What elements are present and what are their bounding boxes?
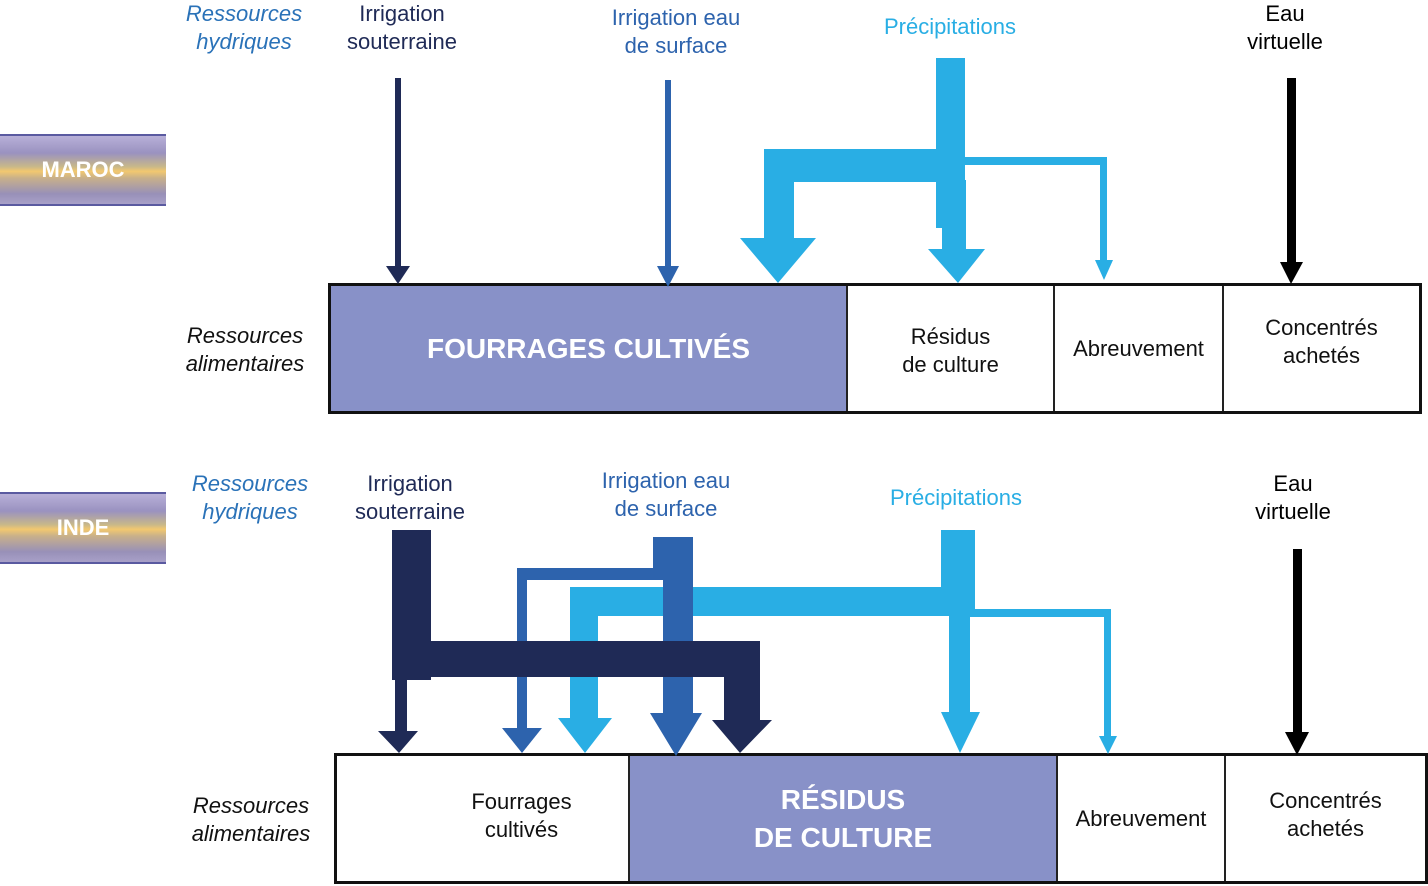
flow-maroc-virtuelle-to-concentres [1280,78,1303,284]
label-line: hydriques [196,29,292,54]
cell-label: FOURRAGES CULTIVÉS [426,332,751,364]
label-line: Irrigation eau [601,468,731,493]
cell-abreuvement: Abreuvement [1055,286,1224,411]
label-line: de surface [624,33,728,58]
label-line: souterraine [354,499,466,524]
cell-label: achetés [1282,342,1361,368]
label-line: virtuelle [1255,499,1331,524]
source-label-souterraine: Irrigation souterraine [332,0,472,56]
label-line: alimentaires [185,351,305,376]
source-label-souterraine: Irrigation souterraine [340,470,480,526]
source-label-surface: Irrigation eau de surface [586,467,746,523]
source-label-precipitations: Précipitations [870,13,1030,41]
label-line: Irrigation [367,471,453,496]
label-line: Irrigation [359,1,445,26]
source-label-precipitations: Précipitations [876,484,1036,512]
cell-label: Concentrés [1265,314,1378,340]
country-label: MAROC [41,157,125,182]
label-line: Précipitations [883,14,1017,39]
cell-label: Abreuvement [1075,805,1207,831]
flow-maroc-surface-to-fourrages [657,80,679,287]
cell-abreuvement: Abreuvement [1058,756,1226,881]
flow-inde-virtuelle-to-concentres [1285,549,1309,755]
source-label-surface: Irrigation eau de surface [596,4,756,60]
label-line: Ressources [186,323,304,348]
label-line: virtuelle [1247,29,1323,54]
label-line: Ressources [185,1,303,26]
cell-label: DE CULTURE [753,821,933,853]
cell-residus-de-culture: RÉSIDUS DE CULTURE [630,756,1058,881]
label-line: Précipitations [889,485,1023,510]
cell-label: achetés [1286,815,1365,841]
cell-label: Concentrés [1269,787,1382,813]
country-badge-maroc: MAROC [0,134,166,206]
label-line: alimentaires [191,821,311,846]
country-badge-inde: INDE [0,492,166,564]
water-resources-label: Ressources hydriques [180,470,320,526]
cell-label: Abreuvement [1073,335,1204,361]
country-label: INDE [56,515,110,540]
cell-label: de culture [902,351,999,377]
food-resources-label: Ressources alimentaires [170,322,320,378]
label-line: de surface [614,496,718,521]
label-line: Eau [1265,1,1305,26]
label-line: Ressources [192,793,310,818]
cell-fourrages-cultives: FOURRAGES CULTIVÉS [331,286,848,411]
label-line: Eau [1273,471,1313,496]
label-line: souterraine [346,29,458,54]
source-label-virtuelle: Eau virtuelle [1230,0,1340,56]
label-line: Irrigation eau [611,5,741,30]
water-resources-label: Ressources hydriques [174,0,314,56]
flow-maroc-precipitations [740,58,1113,283]
flow-inde-souterraine [378,530,772,753]
cell-label: Résidus [910,323,991,349]
source-label-virtuelle: Eau virtuelle [1238,470,1348,526]
food-resources-label: Ressources alimentaires [176,792,326,848]
cell-label: cultivés [484,816,559,842]
cell-label: Fourrages [471,788,572,814]
label-line: hydriques [202,499,298,524]
cell-label: RÉSIDUS [780,783,906,815]
label-line: Ressources [191,471,309,496]
flow-maroc-souterraine-to-fourrages [386,78,410,284]
